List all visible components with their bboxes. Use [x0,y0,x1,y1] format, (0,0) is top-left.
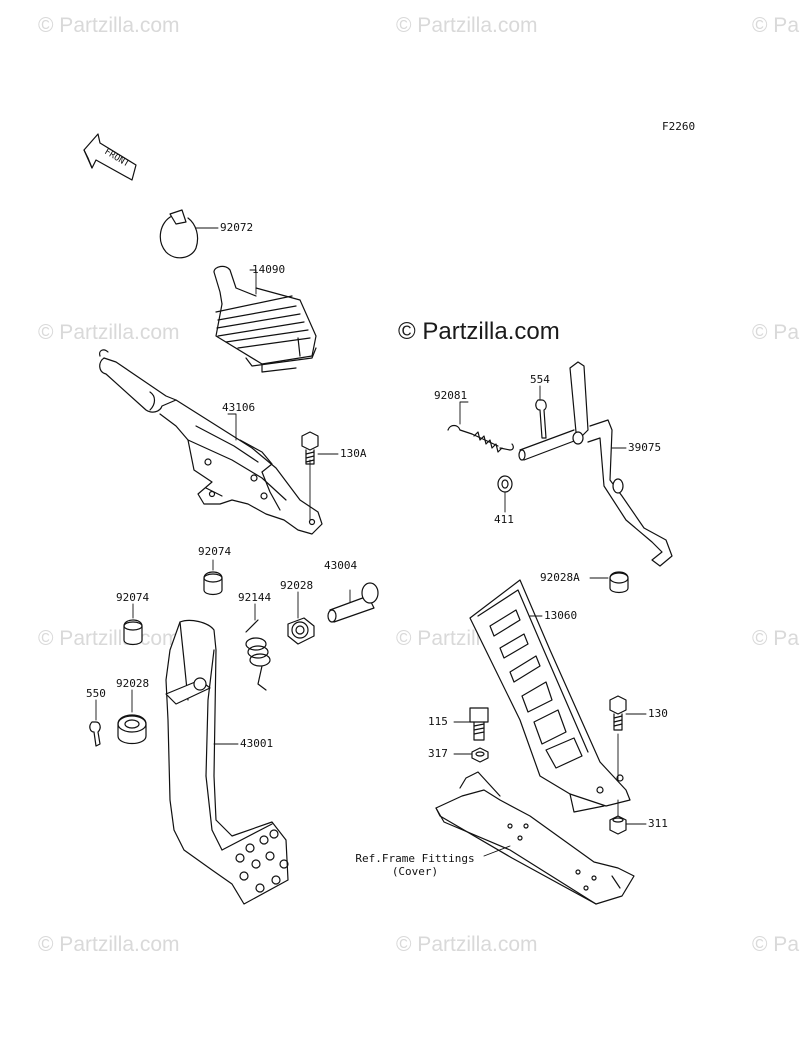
part-label-13060: 13060 [544,609,578,622]
bolt-130A [301,431,319,465]
part-label-92072: 92072 [220,221,254,234]
front-arrow-icon [83,133,137,181]
nut-317 [471,747,489,763]
bushing-92028-lower [117,714,147,745]
part-label-92074: 92074 [116,591,150,604]
part-label-43106: 43106 [222,401,256,414]
bolt-115 [469,707,489,741]
pin-554 [535,399,547,439]
pin-43004 [327,582,379,623]
part-label-14090: 14090 [252,263,286,276]
watermark: © Partzilla.com [396,14,538,37]
clamp-92072 [159,209,199,259]
watermark: © Partzilla.com [752,933,800,956]
watermark-main: © Partzilla.com [398,318,560,345]
bushing-92028-upper [287,617,315,645]
part-label-92144: 92144 [238,591,272,604]
washer-411 [497,475,513,493]
boot-14090 [213,265,317,373]
part-label-554: 554 [530,373,550,386]
part-label-92074: 92074 [198,545,232,558]
reference-note: Ref.Frame Fittings (Cover) [340,852,490,878]
cap-92074-upper [203,571,223,596]
part-label-130A: 130A [340,447,367,460]
part-label-92028: 92028 [280,579,314,592]
part-label-317: 317 [428,747,448,760]
nut-311 [609,815,627,835]
part-label-92081: 92081 [434,389,468,402]
bolt-130 [609,695,627,731]
watermark: © Partzilla.com [396,933,538,956]
pedal-13060 [469,579,631,813]
part-label-550: 550 [86,687,106,700]
cap-92074-lower [123,619,143,646]
watermark: © Partzilla.com [752,14,800,37]
spring-92144 [245,619,271,691]
reference-note-line: Ref.Frame Fittings [355,852,475,865]
pin-550 [89,721,101,747]
part-label-411: 411 [494,513,514,526]
part-label-115: 115 [428,715,448,728]
leader-lines [95,227,647,857]
part-label-43004: 43004 [324,559,358,572]
watermark: © Partzilla.com [752,321,800,344]
figure-code: F2260 [662,120,696,133]
spring-92081 [447,424,514,453]
watermark: © Partzilla.com [38,627,180,650]
watermark: © Partzilla.com [752,627,800,650]
lever-43106 [99,349,323,535]
watermark: © Partzilla.com [38,321,180,344]
part-label-39075: 39075 [628,441,662,454]
reference-note-line: (Cover) [391,865,439,878]
part-label-130: 130 [648,707,668,720]
pedal-43001 [165,619,289,905]
collar-92028A [609,571,629,594]
part-label-43001: 43001 [240,737,274,750]
watermark: © Partzilla.com [38,14,180,37]
lever-39075 [518,361,673,567]
watermark: © Partzilla.com [38,933,180,956]
part-label-311: 311 [648,817,668,830]
frame-bracket [435,771,635,905]
part-label-92028A: 92028A [540,571,580,584]
part-label-92028: 92028 [116,677,150,690]
